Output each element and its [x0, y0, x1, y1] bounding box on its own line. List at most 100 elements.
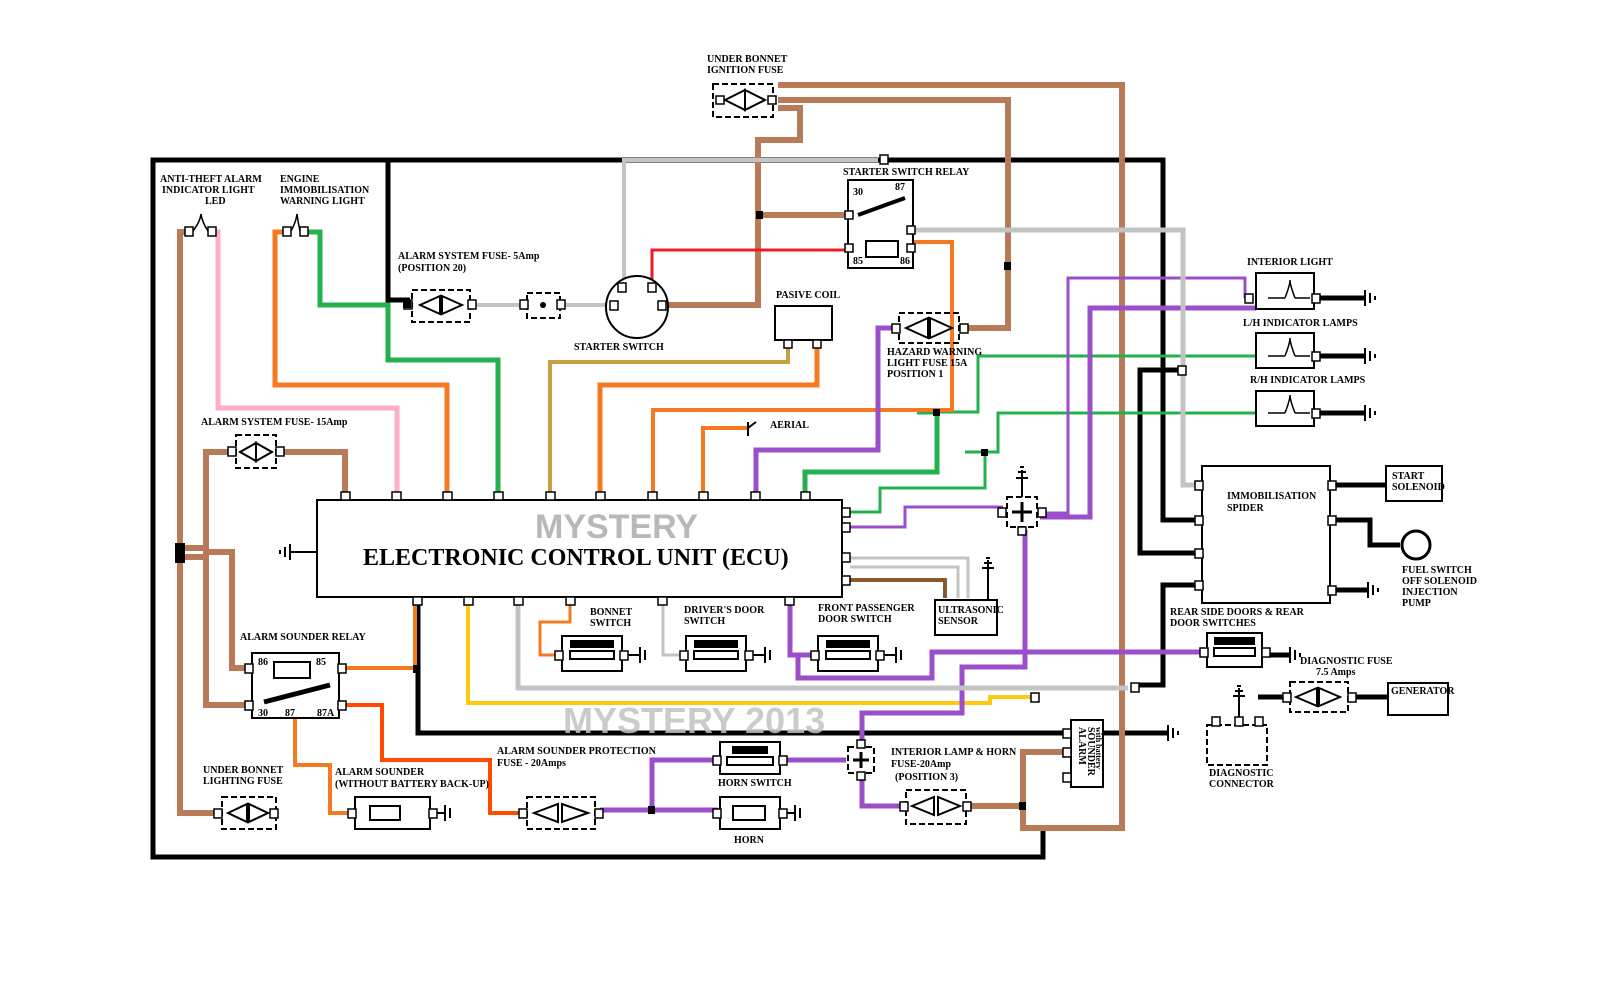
svg-text:86: 86: [900, 256, 910, 267]
svg-text:ALARM: ALARM: [1076, 727, 1087, 765]
wire-red-bonnet: [538, 602, 572, 657]
wire-black-spider-2: [1135, 582, 1200, 688]
wire-pink-led: [212, 229, 400, 495]
svg-text:BONNET: BONNET: [590, 607, 633, 618]
wire-black-spider-1: [1137, 367, 1200, 556]
svg-text:START: START: [1392, 471, 1425, 482]
svg-text:HAZARD WARNING: HAZARD WARNING: [887, 347, 982, 358]
ecu-top-pins: [340, 491, 811, 501]
wire-black-frame: [150, 157, 1163, 860]
alarm-sounder-relay: ALARM SOUNDER RELAY 86 85 30 87 87A: [240, 632, 367, 719]
svg-text:ALARM SYSTEM FUSE- 15Amp: ALARM SYSTEM FUSE- 15Amp: [201, 417, 348, 428]
under-bonnet-ignition-fuse: UNDER BONNET IGNITION FUSE: [707, 54, 788, 118]
svg-text:ALARM SOUNDER: ALARM SOUNDER: [335, 767, 425, 778]
wire-orange-black-85: [651, 240, 954, 495]
rear-side-doors-switches: REAR SIDE DOORS & REAR DOOR SWITCHES: [1170, 607, 1305, 668]
wire-purple-hazard: [753, 325, 895, 495]
wire-purple-interior-2: [1040, 305, 1256, 520]
svg-text:ALARM SOUNDER PROTECTION: ALARM SOUNDER PROTECTION: [497, 746, 657, 757]
wire-orange-sounder: [293, 718, 355, 815]
svg-text:(POSITION 20): (POSITION 20): [398, 263, 466, 274]
wire-brown-15a-fuse: [203, 449, 348, 548]
wire-orange-aerial: [701, 426, 748, 495]
svg-text:SPIDER: SPIDER: [1227, 503, 1264, 514]
under-bonnet-lighting-fuse: UNDER BONNET LIGHTING FUSE: [203, 765, 284, 830]
fuel-switch-off-solenoid: FUEL SWITCH OFF SOLENOID INJECTION PUMP: [1400, 529, 1477, 609]
svg-text:SWITCH: SWITCH: [684, 616, 725, 627]
wire-brown-relay-86: [180, 545, 252, 671]
svg-text:INTERIOR LIGHT: INTERIOR LIGHT: [1247, 257, 1333, 268]
svg-text:STARTER SWITCH RELAY: STARTER SWITCH RELAY: [843, 167, 970, 178]
svg-text:UNDER BONNET: UNDER BONNET: [707, 54, 788, 65]
svg-text:85: 85: [853, 256, 863, 267]
start-solenoid: START SOLENOID: [1385, 465, 1445, 502]
rh-indicator-lamps: R/H INDICATOR LAMPS: [1250, 375, 1376, 427]
misc-terminals: [175, 211, 1187, 814]
svg-text:87A: 87A: [317, 708, 335, 719]
aerial: AERIAL: [747, 420, 809, 436]
alarm-sounder-protection-fuse: ALARM SOUNDER PROTECTION FUSE - 20Amps: [497, 746, 657, 830]
interior-light: INTERIOR LIGHT: [1244, 257, 1376, 310]
interior-lamp-horn-fuse: INTERIOR LAMP & HORN FUSE-20Amp (POSITIO…: [891, 747, 1017, 825]
svg-text:(WITHOUT BATTERY BACK-UP): (WITHOUT BATTERY BACK-UP): [335, 779, 489, 790]
generator: GENERATOR: [1387, 682, 1455, 716]
wire-red-starter: [650, 248, 848, 283]
svg-text:86: 86: [258, 657, 268, 668]
diagnostic-fuse: DIAGNOSTIC FUSE 7.5 Amps: [1282, 656, 1393, 713]
wire-orange-immob-light: [272, 229, 450, 495]
svg-text:GENERATOR: GENERATOR: [1391, 686, 1455, 697]
svg-text:PUMP: PUMP: [1402, 598, 1431, 609]
anti-theft-alarm-led: ANTI-THEFT ALARM INDICATOR LIGHT LED: [160, 174, 262, 237]
svg-text:AERIAL: AERIAL: [770, 420, 809, 431]
watermark-year: MYSTERY 2013: [563, 700, 825, 741]
ecu-bottom-pins: [412, 596, 795, 606]
svg-text:SWITCH: SWITCH: [590, 618, 631, 629]
wire-green-rh-1: [965, 411, 1256, 454]
wire-black-top: [885, 157, 1200, 523]
svg-text:ALARM SOUNDER RELAY: ALARM SOUNDER RELAY: [240, 632, 367, 643]
wire-orange-coil: [597, 347, 820, 495]
svg-text:LIGHTING FUSE: LIGHTING FUSE: [203, 776, 283, 787]
wire-brown-left-bus: [177, 229, 220, 816]
wire-grey-ultrasonic: [850, 556, 970, 598]
drivers-door-switch: DRIVER'S DOOR SWITCH: [679, 605, 771, 672]
svg-text:(POSITION 3): (POSITION 3): [895, 772, 958, 783]
svg-text:7.5 Amps: 7.5 Amps: [1316, 667, 1356, 678]
svg-text:REAR SIDE DOORS & REAR: REAR SIDE DOORS & REAR: [1170, 607, 1305, 618]
alarm-system-fuse-5amp: ALARM SYSTEM FUSE- 5Amp (POSITION 20): [398, 251, 566, 323]
svg-text:FUEL SWITCH: FUEL SWITCH: [1402, 565, 1472, 576]
svg-text:L/H INDICATOR LAMPS: L/H INDICATOR LAMPS: [1243, 318, 1358, 329]
svg-text:DRIVER'S DOOR: DRIVER'S DOOR: [684, 605, 765, 616]
alarm-sounder-without-battery: ALARM SOUNDER (WITHOUT BATTERY BACK-UP): [335, 767, 489, 830]
wire-grey-starter-2: [622, 158, 878, 283]
svg-text:OFF SOLENOID: OFF SOLENOID: [1402, 576, 1477, 587]
svg-text:FUSE-20Amp: FUSE-20Amp: [891, 759, 951, 770]
svg-text:85: 85: [316, 657, 326, 668]
wire-yellow-ecu-right: [466, 602, 1035, 705]
ecu-title: ELECTRONIC CONTROL UNIT (ECU): [363, 545, 789, 571]
svg-text:CONNECTOR: CONNECTOR: [1209, 779, 1275, 790]
svg-text:WARNING LIGHT: WARNING LIGHT: [280, 196, 365, 207]
engine-immobilisation-warning-light: ENGINE IMMOBILISATION WARNING LIGHT: [280, 174, 370, 237]
wire-purple-interior: [850, 276, 1247, 529]
svg-text:DIAGNOSTIC: DIAGNOSTIC: [1209, 768, 1273, 779]
interior-lamp-horn-junction: [847, 739, 875, 781]
svg-text:INTERIOR LAMP & HORN: INTERIOR LAMP & HORN: [891, 747, 1017, 758]
diagnostic-connector: DIAGNOSTIC CONNECTOR: [1206, 685, 1275, 790]
svg-text:SENSOR: SENSOR: [938, 616, 979, 627]
svg-text:ENGINE: ENGINE: [280, 174, 320, 185]
svg-text:ULTRASONIC: ULTRASONIC: [938, 605, 1004, 616]
starter-switch: STARTER SWITCH: [574, 275, 669, 353]
wires: [150, 82, 1400, 860]
immobilisation-spider: IMMOBILISATION SPIDER: [1194, 465, 1379, 604]
svg-text:LED: LED: [205, 196, 226, 207]
svg-text:DOOR SWITCHES: DOOR SWITCHES: [1170, 618, 1256, 629]
svg-text:IMMOBILISATION: IMMOBILISATION: [280, 185, 370, 196]
horn: HORN: [712, 796, 801, 846]
svg-text:30: 30: [853, 187, 863, 198]
lh-indicator-lamps: L/H INDICATOR LAMPS: [1243, 318, 1376, 369]
svg-text:ALARM SYSTEM FUSE- 5Amp: ALARM SYSTEM FUSE- 5Amp: [398, 251, 540, 262]
svg-text:PASIVE COIL: PASIVE COIL: [776, 290, 840, 301]
wire-green-lh-1: [802, 409, 940, 495]
